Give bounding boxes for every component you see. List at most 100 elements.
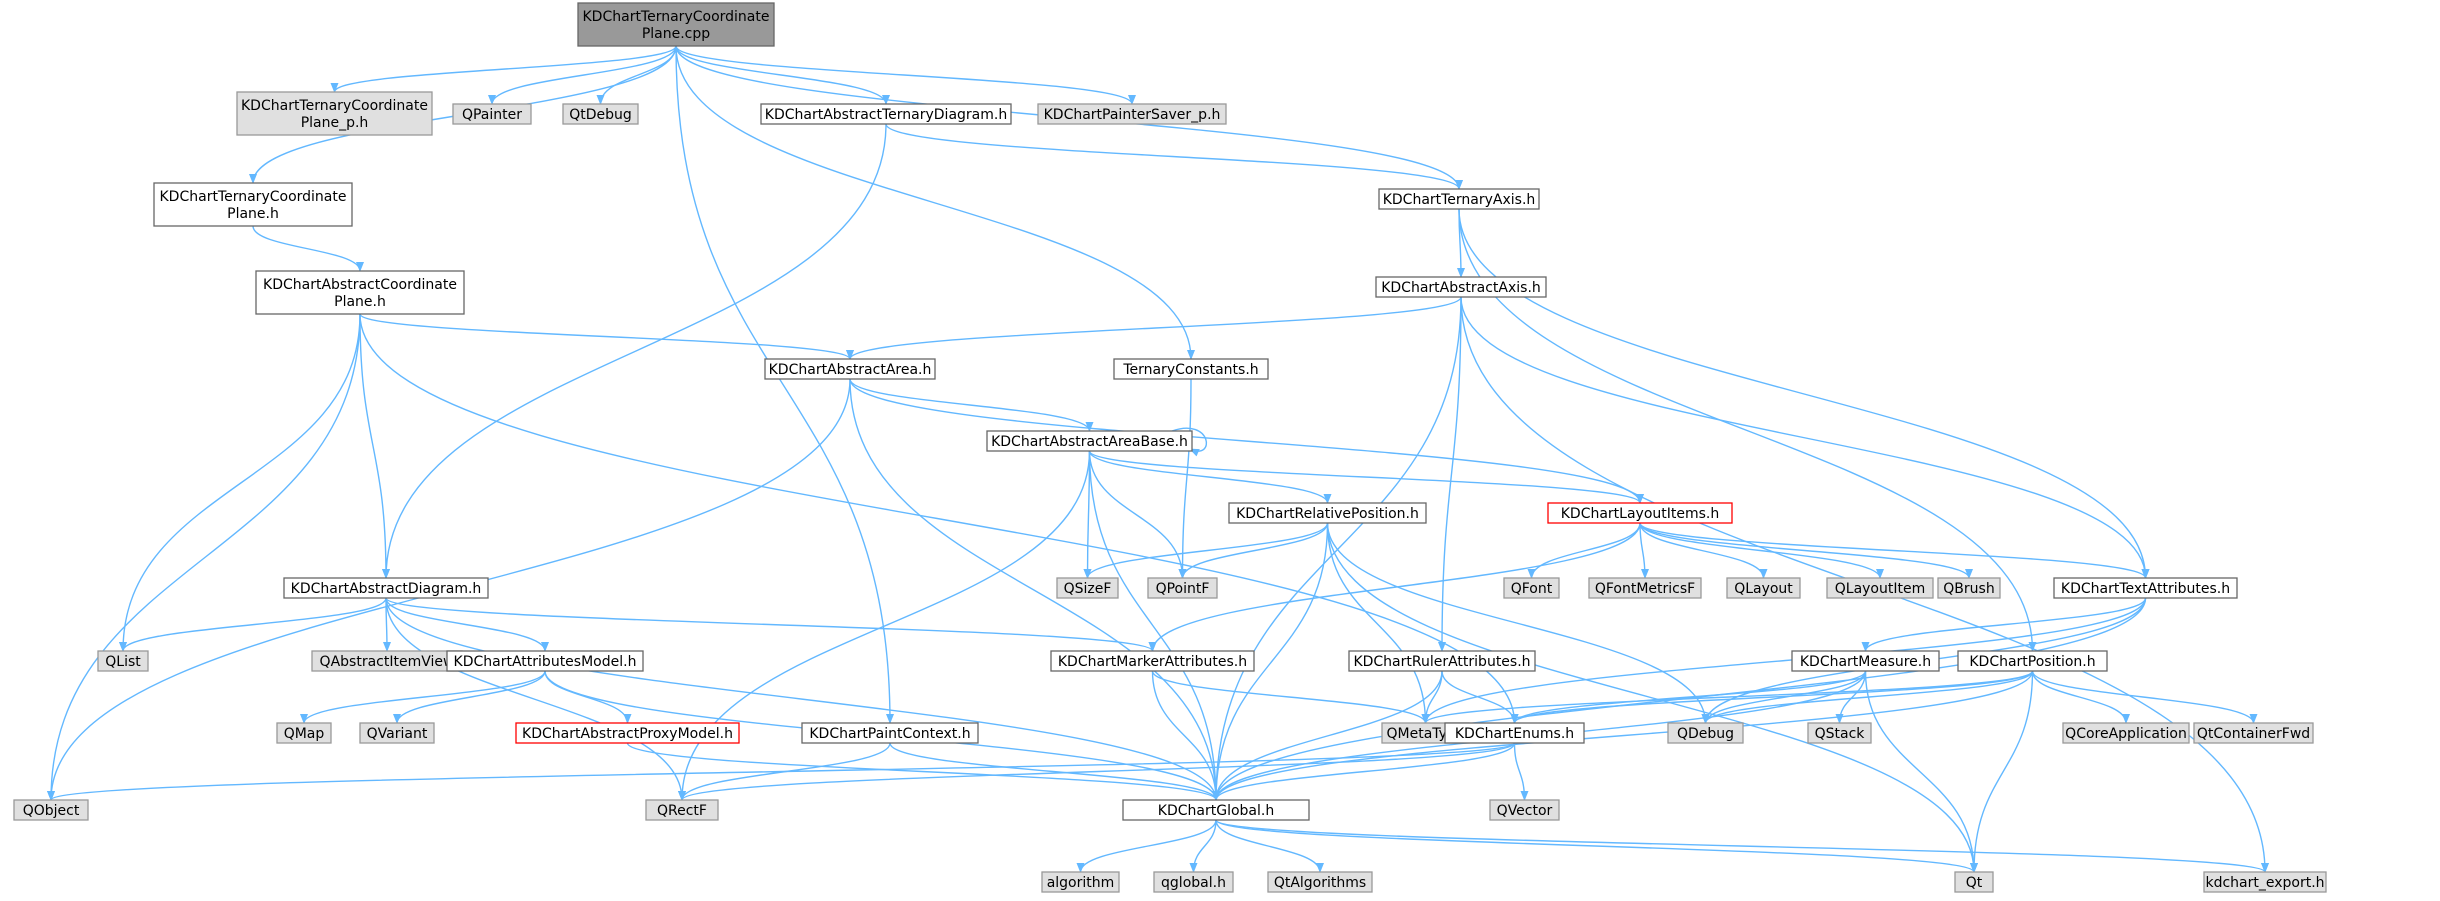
edge-position-to-global: [1212, 670, 2034, 801]
node-proxy-model[interactable]: KDChartAbstractProxyModel.h: [515, 722, 740, 744]
edge-measure-to-qt: [1864, 670, 1978, 873]
node-ruler-attrs[interactable]: KDChartRulerAttributes.h: [1348, 650, 1536, 672]
node-qt: Qt: [1954, 871, 1994, 893]
node-box: [1489, 799, 1560, 821]
node-qlayoutitem: QLayoutItem: [1826, 577, 1934, 599]
node-box: [1807, 722, 1872, 744]
edge-root-to-ternary-constants: [675, 45, 1195, 360]
node-box: [153, 182, 353, 227]
node-box: [1957, 650, 2108, 672]
edges-layer: [47, 45, 2269, 873]
edge-marker-attrs-to-qmetatype: [1151, 670, 1430, 724]
node-abstract-axis[interactable]: KDChartAbstractAxis.h: [1375, 276, 1547, 298]
node-label: QLayoutItem: [1835, 581, 1925, 597]
node-text-attrs[interactable]: KDChartTextAttributes.h: [2053, 577, 2238, 599]
node-label: QAbstractItemView: [320, 654, 455, 670]
node-enums[interactable]: KDChartEnums.h: [1444, 722, 1585, 744]
edge-area-base-to-layout-items: [1088, 450, 1644, 504]
edge-layout-items-to-qlayout: [1639, 522, 1768, 579]
node-label: QtContainerFwd: [2197, 726, 2310, 742]
node-label: Plane.cpp: [642, 26, 710, 42]
edge-marker-attrs-to-global: [1151, 670, 1220, 801]
node-abstract-diagram[interactable]: KDChartAbstractDiagram.h: [283, 577, 489, 599]
node-qvector: QVector: [1489, 799, 1560, 821]
edge-position-to-qdebug: [1701, 670, 2034, 724]
node-global[interactable]: KDChartGlobal.h: [1122, 799, 1310, 821]
node-box: [764, 358, 936, 380]
edge-position-to-qmetatype: [1421, 670, 2034, 724]
edge-abstract-area-to-layout-items: [849, 378, 1644, 504]
node-qlayout: QLayout: [1726, 577, 1801, 599]
node-label: QBrush: [1943, 581, 1994, 597]
node-box: [801, 722, 979, 744]
node-qbrush: QBrush: [1937, 577, 2001, 599]
node-label: TernaryConstants.h: [1122, 362, 1258, 378]
edge-position-to-qcoreapp: [2031, 670, 2130, 724]
edge-layout-items-to-text-attrs: [1639, 522, 2150, 579]
node-label: algorithm: [1047, 875, 1115, 891]
node-box: [986, 430, 1193, 452]
node-box: [276, 722, 332, 744]
node-area-base[interactable]: KDChartAbstractAreaBase.h: [986, 430, 1193, 452]
node-qdebug: QDebug: [1667, 722, 1744, 744]
node-label: QtAlgorithms: [1274, 875, 1366, 891]
edge-root-to-atd: [675, 45, 890, 105]
node-label: QLayout: [1734, 581, 1793, 597]
node-label: QCoreApplication: [2065, 726, 2187, 742]
node-attrs-model[interactable]: KDChartAttributesModel.h: [446, 650, 644, 672]
node-label: KDChartTernaryCoordinate: [241, 98, 428, 114]
node-relpos[interactable]: KDChartRelativePosition.h: [1228, 502, 1427, 524]
edge-root-to-tcp-p: [330, 45, 677, 93]
edge-ternary-constants-to-qpointf: [1178, 378, 1192, 579]
node-marker-attrs[interactable]: KDChartMarkerAttributes.h: [1050, 650, 1255, 672]
node-box: [515, 722, 740, 744]
node-position[interactable]: KDChartPosition.h: [1957, 650, 2108, 672]
node-box: [1791, 650, 1940, 672]
node-box: [1378, 188, 1540, 210]
edge-abstract-diagram-to-qlist: [119, 597, 387, 652]
node-label: KDChartMarkerAttributes.h: [1058, 654, 1247, 670]
node-box: [1267, 871, 1373, 893]
node-label: Qt: [1966, 875, 1983, 891]
node-qpainter: QPainter: [452, 103, 532, 125]
node-box: [2193, 722, 2314, 744]
node-label: KDChartTernaryCoordinate: [160, 189, 347, 205]
node-ternary-constants[interactable]: TernaryConstants.h: [1113, 358, 1269, 380]
node-label: QFontMetricsF: [1595, 581, 1695, 597]
edge-ruler-attrs-to-global: [1212, 670, 1443, 801]
edge-layout-items-to-marker-attrs: [1148, 522, 1641, 652]
node-label: KDChartGlobal.h: [1158, 803, 1274, 819]
edge-tcp-h-to-acp: [252, 225, 364, 272]
node-box: [1050, 650, 1255, 672]
node-atd[interactable]: KDChartAbstractTernaryDiagram.h: [760, 103, 1012, 125]
edge-paint-context-to-global: [889, 742, 1220, 801]
edge-abstract-diagram-to-marker-attrs: [385, 597, 1157, 652]
node-box: [446, 650, 644, 672]
node-box: [1937, 577, 2001, 599]
node-layout-items[interactable]: KDChartLayoutItems.h: [1547, 502, 1733, 524]
node-abstract-area[interactable]: KDChartAbstractArea.h: [764, 358, 936, 380]
node-label: KDChartAbstractDiagram.h: [291, 581, 482, 597]
edge-root-to-painter-saver: [675, 45, 1136, 105]
node-label: KDChartRulerAttributes.h: [1353, 654, 1530, 670]
node-paint-context[interactable]: KDChartPaintContext.h: [801, 722, 979, 744]
node-label: KDChartAbstractTernaryDiagram.h: [765, 107, 1007, 123]
edge-abstract-area-to-area-base: [849, 378, 1094, 432]
edge-position-to-qt: [1970, 670, 2034, 873]
node-measure[interactable]: KDChartMeasure.h: [1791, 650, 1940, 672]
node-label: Plane.h: [334, 294, 386, 310]
edge-relpos-to-qdebug: [1326, 522, 1710, 724]
node-label: QtDebug: [569, 107, 632, 123]
node-box: [577, 2, 775, 47]
node-label: Plane_p.h: [301, 115, 369, 131]
edge-area-base-to-qrectf: [678, 450, 1091, 801]
node-label: QMap: [284, 726, 325, 742]
node-label: QVector: [1497, 803, 1553, 819]
node-label: KDChartLayoutItems.h: [1561, 506, 1720, 522]
node-box: [1588, 577, 1702, 599]
node-ternary-axis[interactable]: KDChartTernaryAxis.h: [1378, 188, 1540, 210]
